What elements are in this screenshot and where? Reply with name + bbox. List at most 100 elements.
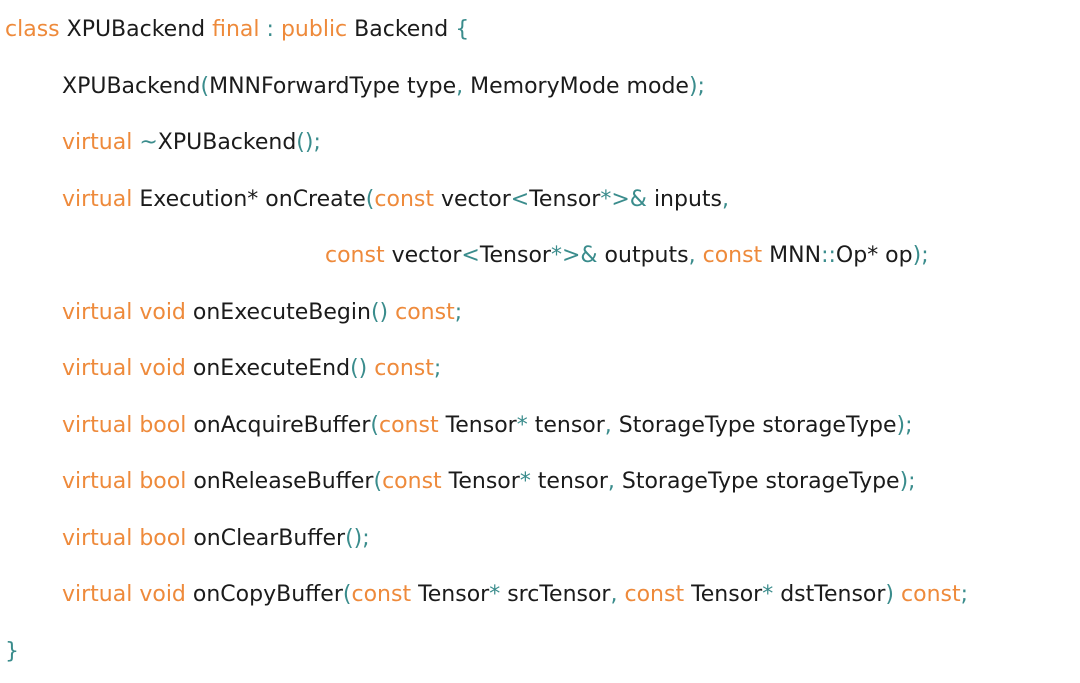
code-token: , — [607, 469, 615, 494]
code-token: ); — [912, 243, 929, 268]
code-token: srcTensor — [500, 582, 611, 607]
code-token: const — [395, 299, 455, 325]
code-token: ) — [885, 582, 895, 607]
code-token: const — [624, 582, 685, 607]
code-token: , — [688, 243, 696, 268]
code-token — [260, 17, 267, 42]
code-token: final — [212, 17, 260, 42]
code-token: virtual — [62, 412, 133, 438]
code-token: void — [139, 299, 186, 325]
code-token: Backend — [347, 17, 456, 42]
code-token: , — [610, 582, 618, 607]
code-token: XPUBackend — [157, 130, 297, 155]
code-token: tensor — [530, 469, 608, 494]
code-token: virtual — [62, 356, 133, 381]
code-token: ; — [454, 299, 463, 325]
code-token — [696, 243, 703, 268]
code-token: * — [516, 412, 528, 438]
code-token: onExecuteBegin — [185, 299, 371, 325]
code-token: inputs — [646, 186, 722, 212]
code-line-2: XPUBackend(MNNForwardType type, MemoryMo… — [0, 59, 1080, 116]
code-token: , — [456, 73, 464, 99]
code-line-11: virtual void onCopyBuffer(const Tensor* … — [0, 567, 1080, 624]
code-token: void — [139, 582, 186, 607]
code-token: ); — [899, 469, 916, 494]
code-token: virtual — [62, 582, 133, 607]
code-line-7: virtual void onExecuteEnd() const; — [0, 341, 1080, 398]
code-token: *>& — [600, 186, 647, 212]
code-line-8: virtual bool onAcquireBuffer(const Tenso… — [0, 398, 1080, 455]
code-token: MemoryMode mode — [463, 73, 689, 99]
code-token: Tensor — [529, 186, 601, 212]
code-token: : — [266, 17, 274, 42]
code-token: dstTensor — [773, 582, 886, 607]
code-token — [894, 582, 901, 607]
code-token: () — [350, 356, 368, 381]
code-line-12: } — [0, 624, 1080, 681]
code-token: * — [489, 582, 501, 607]
code-token: ( — [365, 186, 375, 212]
code-token: onAcquireBuffer — [186, 412, 371, 438]
code-token: virtual — [62, 525, 133, 551]
code-token: ); — [896, 412, 913, 438]
code-token: onClearBuffer — [186, 525, 346, 551]
code-token: Tensor — [441, 469, 520, 494]
code-token: *>& — [550, 243, 598, 268]
code-token: * — [519, 469, 531, 494]
code-token: ( — [373, 469, 383, 494]
code-token: ; — [433, 356, 442, 381]
code-token: MNN — [762, 243, 822, 268]
code-token: outputs — [597, 243, 689, 268]
code-token: virtual — [62, 469, 133, 494]
code-line-3: virtual ~XPUBackend(); — [0, 115, 1080, 172]
code-token: :: — [821, 243, 836, 268]
code-token: virtual — [62, 186, 133, 212]
code-token: vector — [433, 186, 511, 212]
code-token: Execution* onCreate — [132, 186, 366, 212]
code-token: onReleaseBuffer — [186, 469, 374, 494]
code-token: ( — [342, 582, 352, 607]
code-token: const — [374, 356, 434, 381]
code-token: vector — [384, 243, 462, 268]
code-token: Tensor — [411, 582, 490, 607]
code-token: < — [510, 186, 530, 212]
code-token: * — [762, 582, 774, 607]
code-token: const — [901, 582, 961, 607]
code-token: Tensor — [438, 412, 517, 438]
code-line-4: virtual Execution* onCreate(const vector… — [0, 172, 1080, 229]
code-token: const — [351, 582, 412, 607]
code-token: () — [370, 299, 389, 325]
code-token: StorageType storageType — [614, 469, 900, 494]
code-token: (); — [296, 130, 321, 155]
code-token: const — [702, 243, 763, 268]
code-token: public — [280, 17, 348, 42]
code-token: onExecuteEnd — [185, 356, 351, 381]
code-token: tensor — [527, 412, 605, 438]
code-token: const — [325, 243, 385, 268]
code-token: const — [382, 469, 442, 494]
code-token: ( — [370, 412, 379, 438]
code-token: virtual — [62, 130, 133, 155]
code-token: ); — [688, 73, 705, 99]
code-token: { — [455, 17, 470, 42]
code-line-9: virtual bool onReleaseBuffer(const Tenso… — [0, 454, 1080, 511]
code-token: StorageType storageType — [611, 412, 897, 438]
code-token: const — [378, 412, 439, 438]
code-token: bool — [139, 525, 187, 551]
code-line-1: class XPUBackend final : public Backend … — [0, 2, 1080, 59]
code-token: < — [461, 243, 480, 268]
code-token: Tensor — [479, 243, 551, 268]
code-token: , — [604, 412, 612, 438]
code-token — [274, 17, 281, 42]
code-token: ; — [960, 582, 969, 607]
code-token: XPUBackend — [59, 17, 213, 42]
code-token: (); — [345, 525, 370, 551]
code-token: bool — [139, 412, 187, 438]
code-token: void — [139, 356, 186, 381]
code-token: virtual — [62, 299, 133, 325]
code-token: bool — [139, 469, 187, 494]
code-token: } — [5, 638, 19, 664]
code-token: onCopyBuffer — [185, 582, 343, 607]
code-token: ( — [200, 73, 210, 99]
